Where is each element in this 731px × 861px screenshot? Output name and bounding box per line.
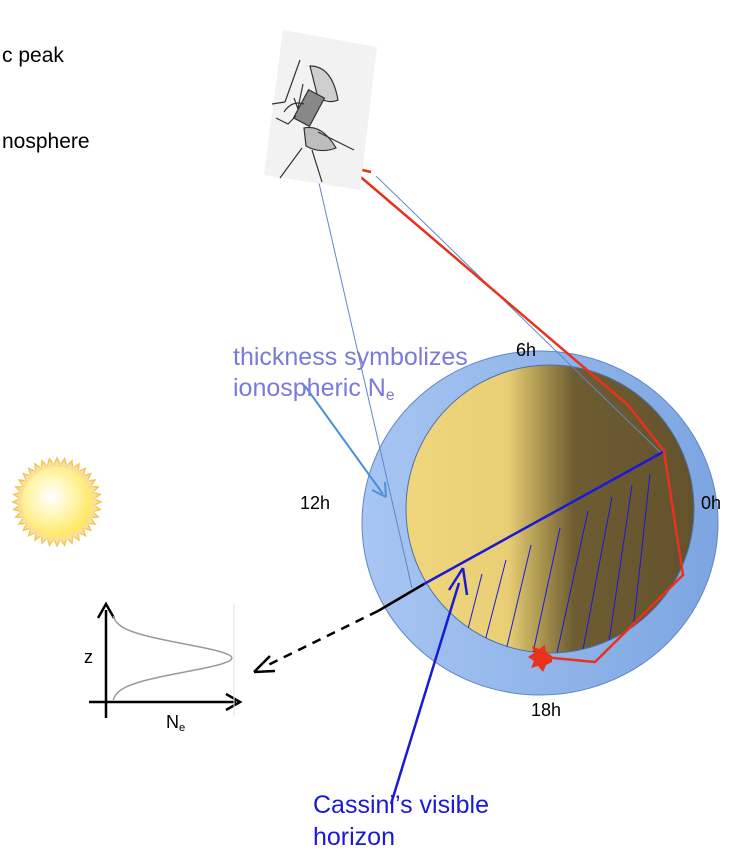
sun-icon [11,456,103,548]
profile-x-label-text: N [166,712,179,732]
thickness-label-line-2: ionospheric Ne [233,373,394,411]
star-burst-icon [528,645,552,672]
intro-line-2: nosphere [2,130,90,153]
horizon-extension [377,582,425,613]
density-profile-plot [89,601,243,718]
horizon-line [423,450,664,586]
thickness-pointer [304,385,384,495]
sightline-right [375,175,661,453]
projection-arrow [265,609,379,668]
local-time-18h: 18h [531,700,562,720]
thickness-label-text: ionospheric N [233,374,386,402]
local-time-12h: 12h [300,493,331,513]
horizon-label-line-2: horizon [313,823,395,851]
profile-x-label-sub: e [179,721,186,734]
titan-disk [405,364,695,654]
profile-y-label: z [84,647,93,667]
thickness-label-sub: e [385,386,395,404]
thickness-label-line-1: thickness symbolizes [233,343,468,371]
thickness-pointer-head [371,481,387,498]
horizon-pointer [389,582,461,805]
sightline-left [315,169,413,589]
local-time-0h: 0h [701,493,722,513]
horizon-label-line-1: Cassini’s visible [313,791,489,819]
cassini-spacecraft-icon [264,30,377,190]
local-time-6h: 6h [516,340,537,360]
ray-path [355,172,685,664]
profile-x-label: Ne [166,712,185,738]
ne-profile-curve [112,615,233,701]
horizon-pointer-head [447,567,469,596]
intro-line-1: c peak [2,44,64,67]
projection-arrowhead [253,655,276,674]
